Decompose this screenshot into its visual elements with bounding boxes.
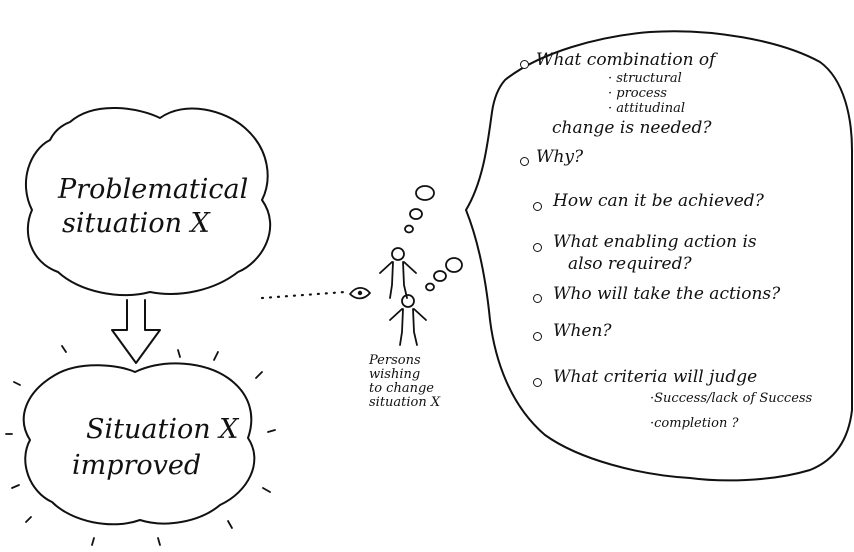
problem-situation-cloud <box>24 106 272 297</box>
thought-bubbles <box>404 185 463 292</box>
sparkle-marks <box>5 345 276 546</box>
eye-pupil <box>357 290 363 296</box>
persons-caption-line4: situation X <box>369 395 441 410</box>
subitem-success: ·Success/lack of Success <box>650 391 813 406</box>
question-also-required: also required? <box>568 254 692 274</box>
question-change-needed: change is needed? <box>552 118 712 138</box>
subitem-structural: · structural <box>608 71 682 86</box>
eye-icon <box>349 286 371 300</box>
persons-caption-line1: Persons <box>369 353 421 368</box>
bullet-q6 <box>533 332 542 341</box>
person-figure-2 <box>389 294 427 346</box>
persons-caption-line3: to change <box>369 381 434 396</box>
question-who-acts: Who will take the actions? <box>553 284 781 304</box>
question-criteria: What criteria will judge <box>553 367 758 387</box>
gaze-dotted-line <box>260 290 347 300</box>
bullet-q4 <box>533 243 542 252</box>
bullet-q1 <box>520 60 529 69</box>
transform-arrow <box>111 299 161 364</box>
improved-label-line1: Situation X <box>86 414 239 445</box>
bullet-q5 <box>533 294 542 303</box>
question-how-achieved: How can it be achieved? <box>553 191 764 211</box>
improved-situation-cloud <box>22 362 256 526</box>
question-enabling-action: What enabling action is <box>553 232 757 252</box>
bullet-q7 <box>533 378 542 387</box>
subitem-completion: ·completion ? <box>650 416 739 431</box>
improved-label-line2: improved <box>72 450 202 481</box>
subitem-process: · process <box>608 86 667 101</box>
bullet-q3 <box>533 202 542 211</box>
subitem-attitudinal: · attitudinal <box>608 101 685 116</box>
question-when: When? <box>553 321 612 341</box>
question-why: Why? <box>536 147 584 167</box>
problem-label-line2: situation X <box>62 208 210 239</box>
person-figure-1 <box>379 247 417 299</box>
problem-label-line1: Problematical <box>58 174 249 205</box>
questions-thought-cloud <box>465 30 853 482</box>
bullet-q2 <box>520 157 529 166</box>
question-combination: What combination of <box>536 50 716 70</box>
persons-caption-line2: wishing <box>369 367 421 382</box>
